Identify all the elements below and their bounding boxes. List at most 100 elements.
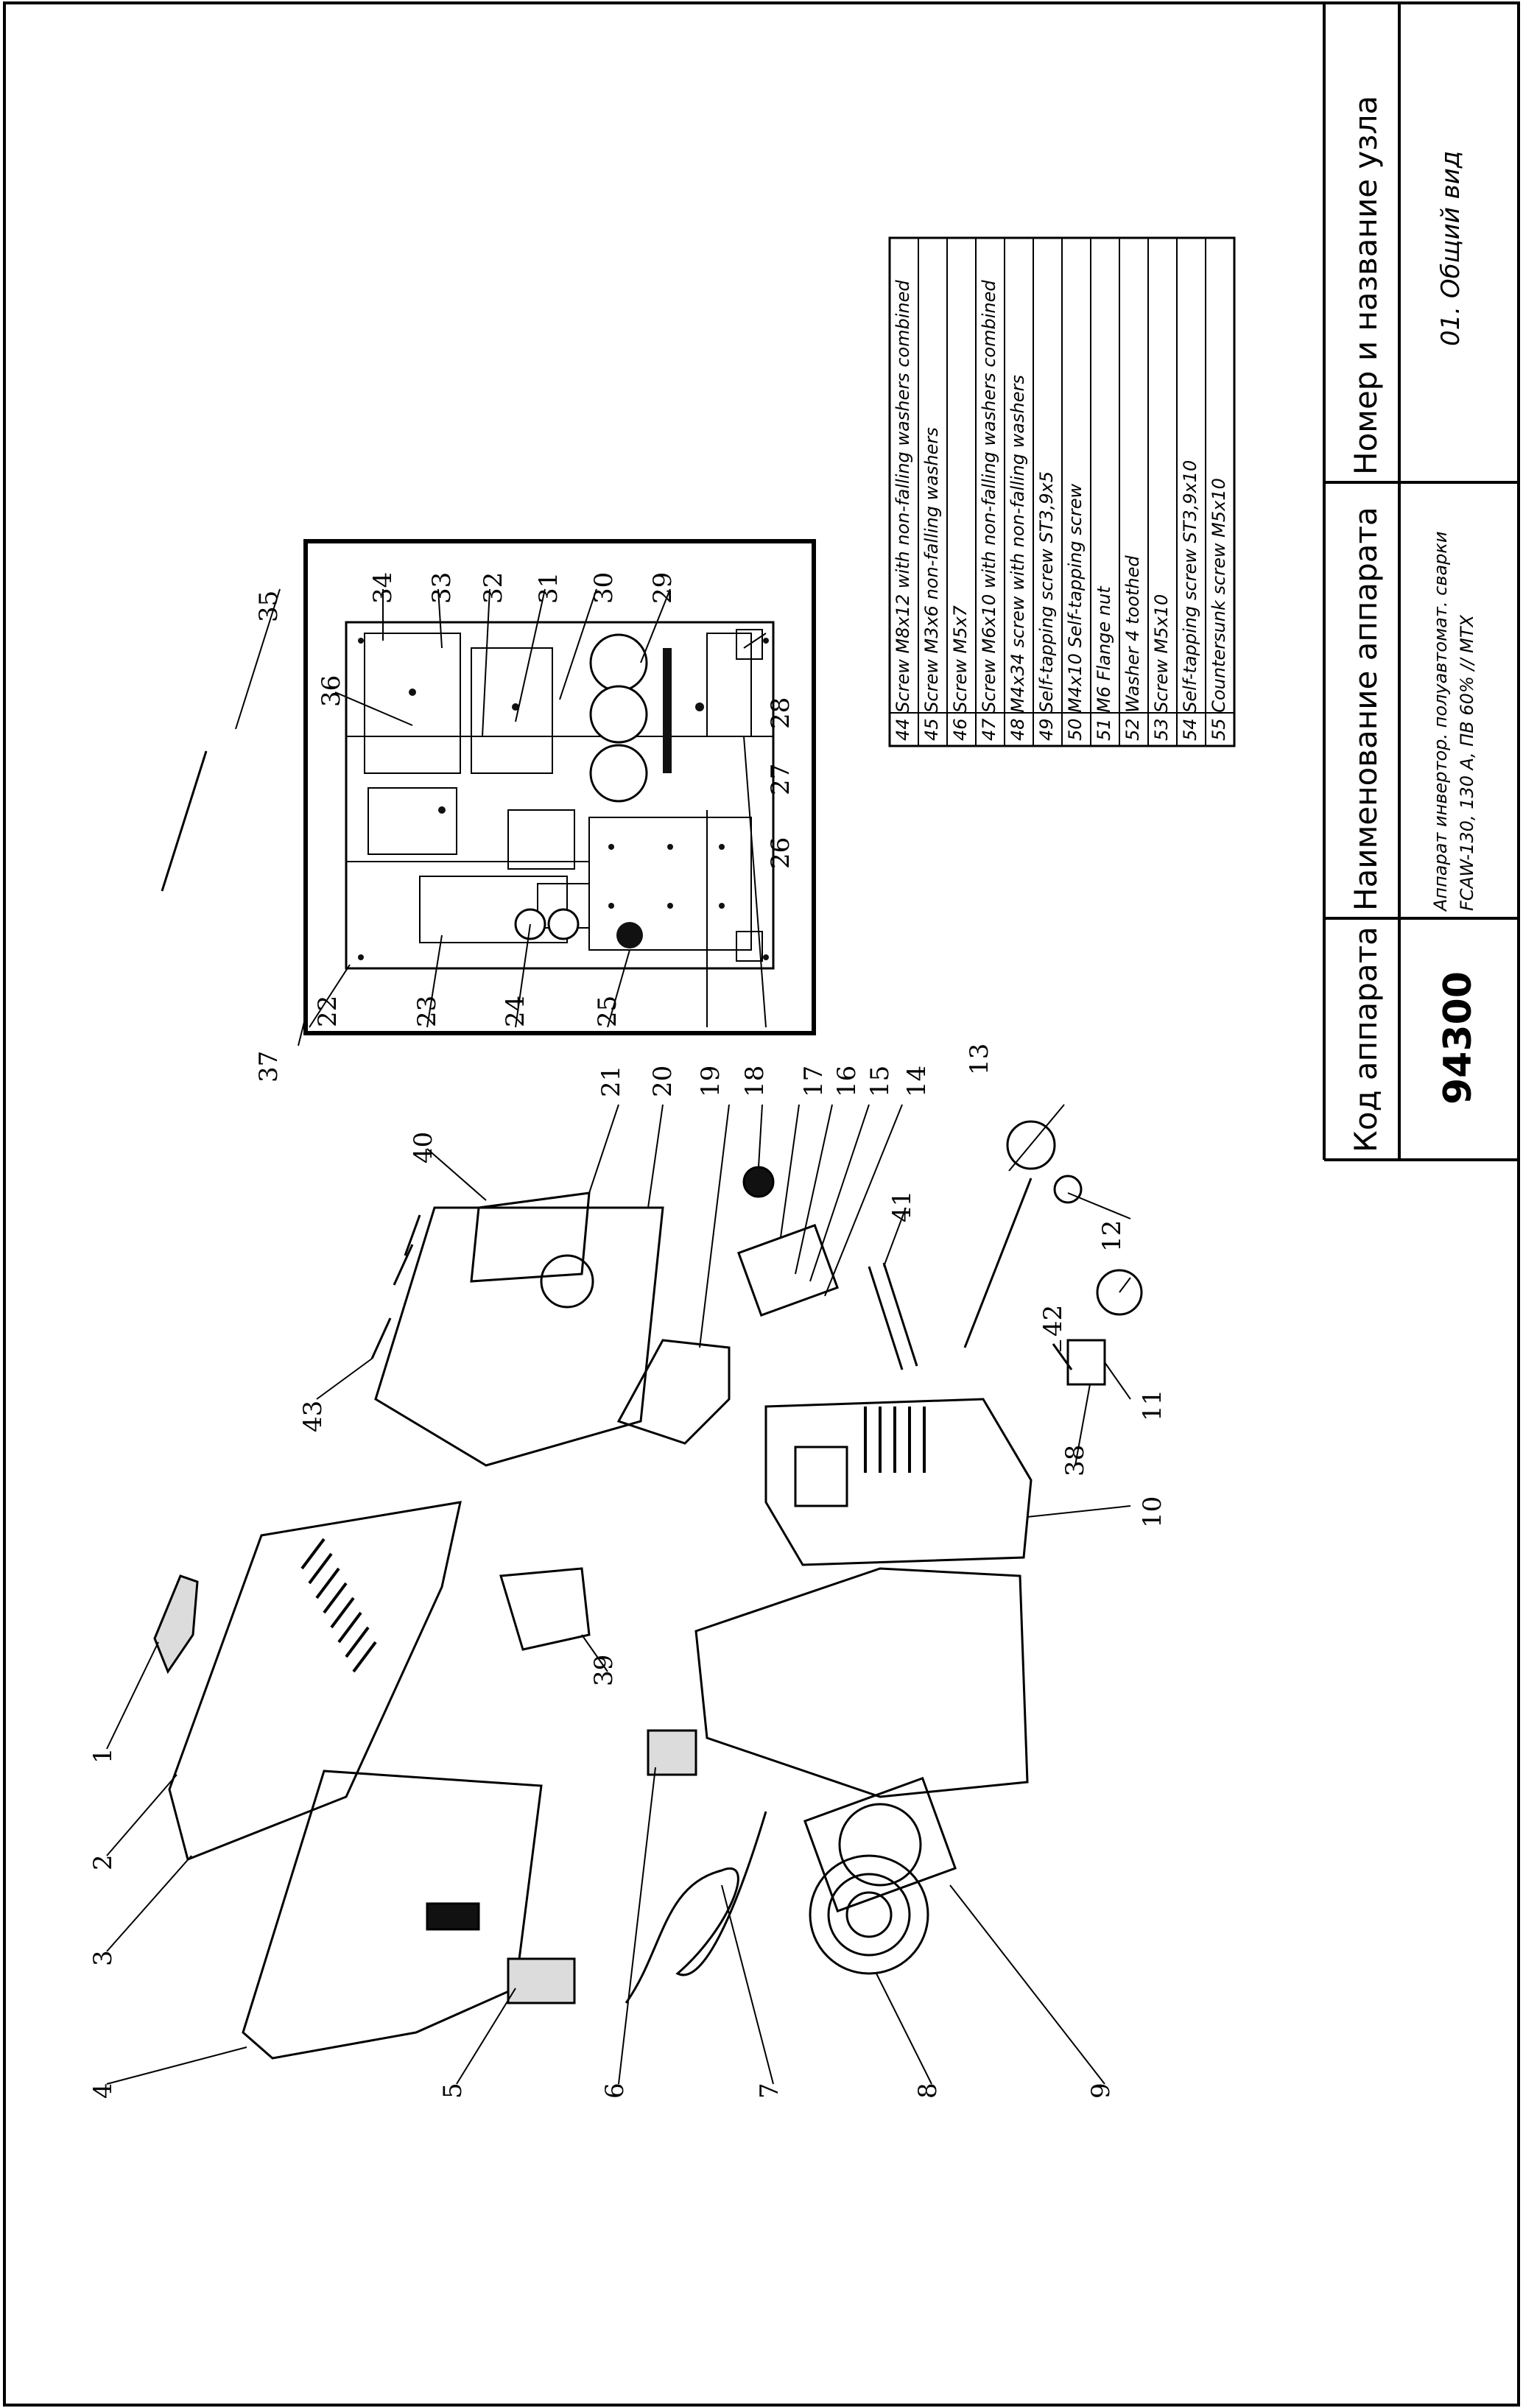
callout-43: 43 (298, 1400, 328, 1432)
callout-9: 9 (1086, 2083, 1116, 2099)
callout-33: 33 (427, 571, 457, 604)
callout-40: 40 (409, 1131, 438, 1163)
callout-27: 27 (766, 763, 795, 795)
callout-24: 24 (501, 995, 530, 1027)
table-row: 49 Self-tapping screw ST3,9x5 (1036, 471, 1057, 741)
row-number: 45 (921, 718, 942, 741)
row-number: 50 (1065, 718, 1086, 741)
side-cover-part (242, 1770, 543, 2060)
callout-4: 4 (88, 2083, 118, 2099)
table-row: 52 Washer 4 toothed (1122, 555, 1143, 741)
callout-25: 25 (593, 995, 622, 1027)
row-number: 55 (1209, 718, 1229, 741)
row-description: Self-tapping screw ST3,9x5 (1036, 471, 1057, 713)
row-number: 53 (1151, 718, 1172, 741)
partition-part (470, 1191, 591, 1283)
callout-34: 34 (368, 571, 398, 604)
callout-11: 11 (1138, 1389, 1167, 1421)
callout-22: 22 (313, 995, 342, 1027)
small-bracket-part (1066, 1339, 1106, 1386)
front-panel-part (764, 1398, 1033, 1566)
row-number: 52 (1122, 718, 1143, 741)
row-number: 49 (1036, 718, 1057, 741)
callout-16: 16 (832, 1065, 862, 1097)
callout-14: 14 (902, 1065, 932, 1097)
sheet-frame (3, 1, 1520, 2407)
connector-part (1096, 1269, 1143, 1316)
callout-8: 8 (913, 2083, 943, 2099)
table-row: 53 Screw M5x10 (1151, 594, 1172, 741)
callout-15: 15 (865, 1065, 895, 1097)
table-row: 51 M6 Flange nut (1094, 586, 1114, 741)
pcb-board (345, 621, 775, 970)
callout-3: 3 (88, 1950, 118, 1966)
callout-35: 35 (254, 590, 284, 622)
bracket-part (963, 1177, 1033, 1348)
part-sketches (153, 750, 1143, 2060)
switch-part (507, 1957, 576, 2004)
ribbon-cable-part (868, 1266, 904, 1370)
fan-grill-part (809, 1854, 929, 1975)
callout-18: 18 (740, 1065, 770, 1097)
row-description: Screw M8x12 with non-falling washers com… (893, 280, 913, 713)
top-cover-part (168, 1501, 462, 1862)
table-row: 45 Screw M3x6 non-falling washers (921, 427, 942, 741)
callout-28: 28 (766, 697, 795, 729)
callout-26: 26 (766, 837, 795, 869)
callout-10: 10 (1138, 1496, 1167, 1528)
callout-41: 41 (887, 1190, 917, 1222)
callout-21: 21 (597, 1065, 626, 1097)
callout-36: 36 (317, 675, 346, 707)
row-description: M4x34 screw with non-falling washers (1007, 375, 1028, 713)
top-cover-slots (300, 1538, 377, 1673)
cable-tie-part (161, 750, 208, 892)
rocker-switch-part (647, 1729, 697, 1776)
parts-table (888, 236, 1236, 747)
power-cable-part (625, 1811, 767, 2004)
callout-29: 29 (648, 571, 678, 604)
row-number: 44 (893, 718, 913, 741)
title-block (1323, 3, 1519, 1161)
callout-6: 6 (600, 2083, 630, 2099)
chassis-part (694, 1567, 1029, 1798)
knob-part (742, 1166, 775, 1198)
callout-1: 1 (88, 1747, 118, 1764)
row-description: Screw M3x6 non-falling washers (921, 427, 942, 713)
callout-19: 19 (696, 1065, 725, 1097)
callout-12: 12 (1097, 1219, 1127, 1252)
row-number: 46 (950, 718, 971, 741)
code-header: Код аппарата (1348, 926, 1384, 1152)
inner-plate-part (374, 1206, 664, 1467)
fan-part (803, 1776, 957, 1913)
insulation-sheet-part (499, 1567, 591, 1651)
table-row: 47 Screw M6x10 with non-falling washers … (979, 280, 999, 741)
handle-part (153, 1574, 199, 1675)
row-description: Screw M5x7 (950, 605, 971, 713)
name-value-line2: FCAW-130, 130 А, ПВ 60% // MTX (1457, 615, 1477, 911)
callout-13: 13 (965, 1043, 994, 1075)
callout-23: 23 (412, 995, 442, 1027)
pcb-capacitors (514, 633, 648, 940)
callout-20: 20 (648, 1065, 678, 1097)
pcb-inset (303, 539, 816, 1035)
pcb-inset-frame (303, 539, 816, 1035)
name-header: Наименование аппарата (1348, 507, 1384, 911)
table-row: 55 Countersunk screw M5x10 (1209, 478, 1229, 741)
name-value-line1: Аппарат инвертор. полуавтомат. сварки (1430, 531, 1451, 911)
row-description: Screw M5x10 (1151, 594, 1172, 713)
table-row: 44 Screw M8x12 with non-falling washers … (893, 280, 913, 741)
callout-2: 2 (88, 1854, 118, 1870)
row-description: M4x10 Self-tapping screw (1065, 483, 1086, 713)
row-number: 47 (979, 718, 999, 741)
torch-connector-part (616, 1339, 731, 1445)
code-value: 94300 (1436, 971, 1480, 1105)
row-number: 54 (1180, 718, 1200, 741)
row-description: Washer 4 toothed (1122, 555, 1143, 713)
row-description: Countersunk screw M5x10 (1209, 478, 1229, 713)
table-row: 48 M4x34 screw with non-falling washers (1007, 375, 1028, 741)
control-board-part (737, 1223, 839, 1317)
callout-39: 39 (589, 1654, 619, 1686)
callout-7: 7 (755, 2083, 784, 2099)
screw-part (1052, 1343, 1073, 1370)
